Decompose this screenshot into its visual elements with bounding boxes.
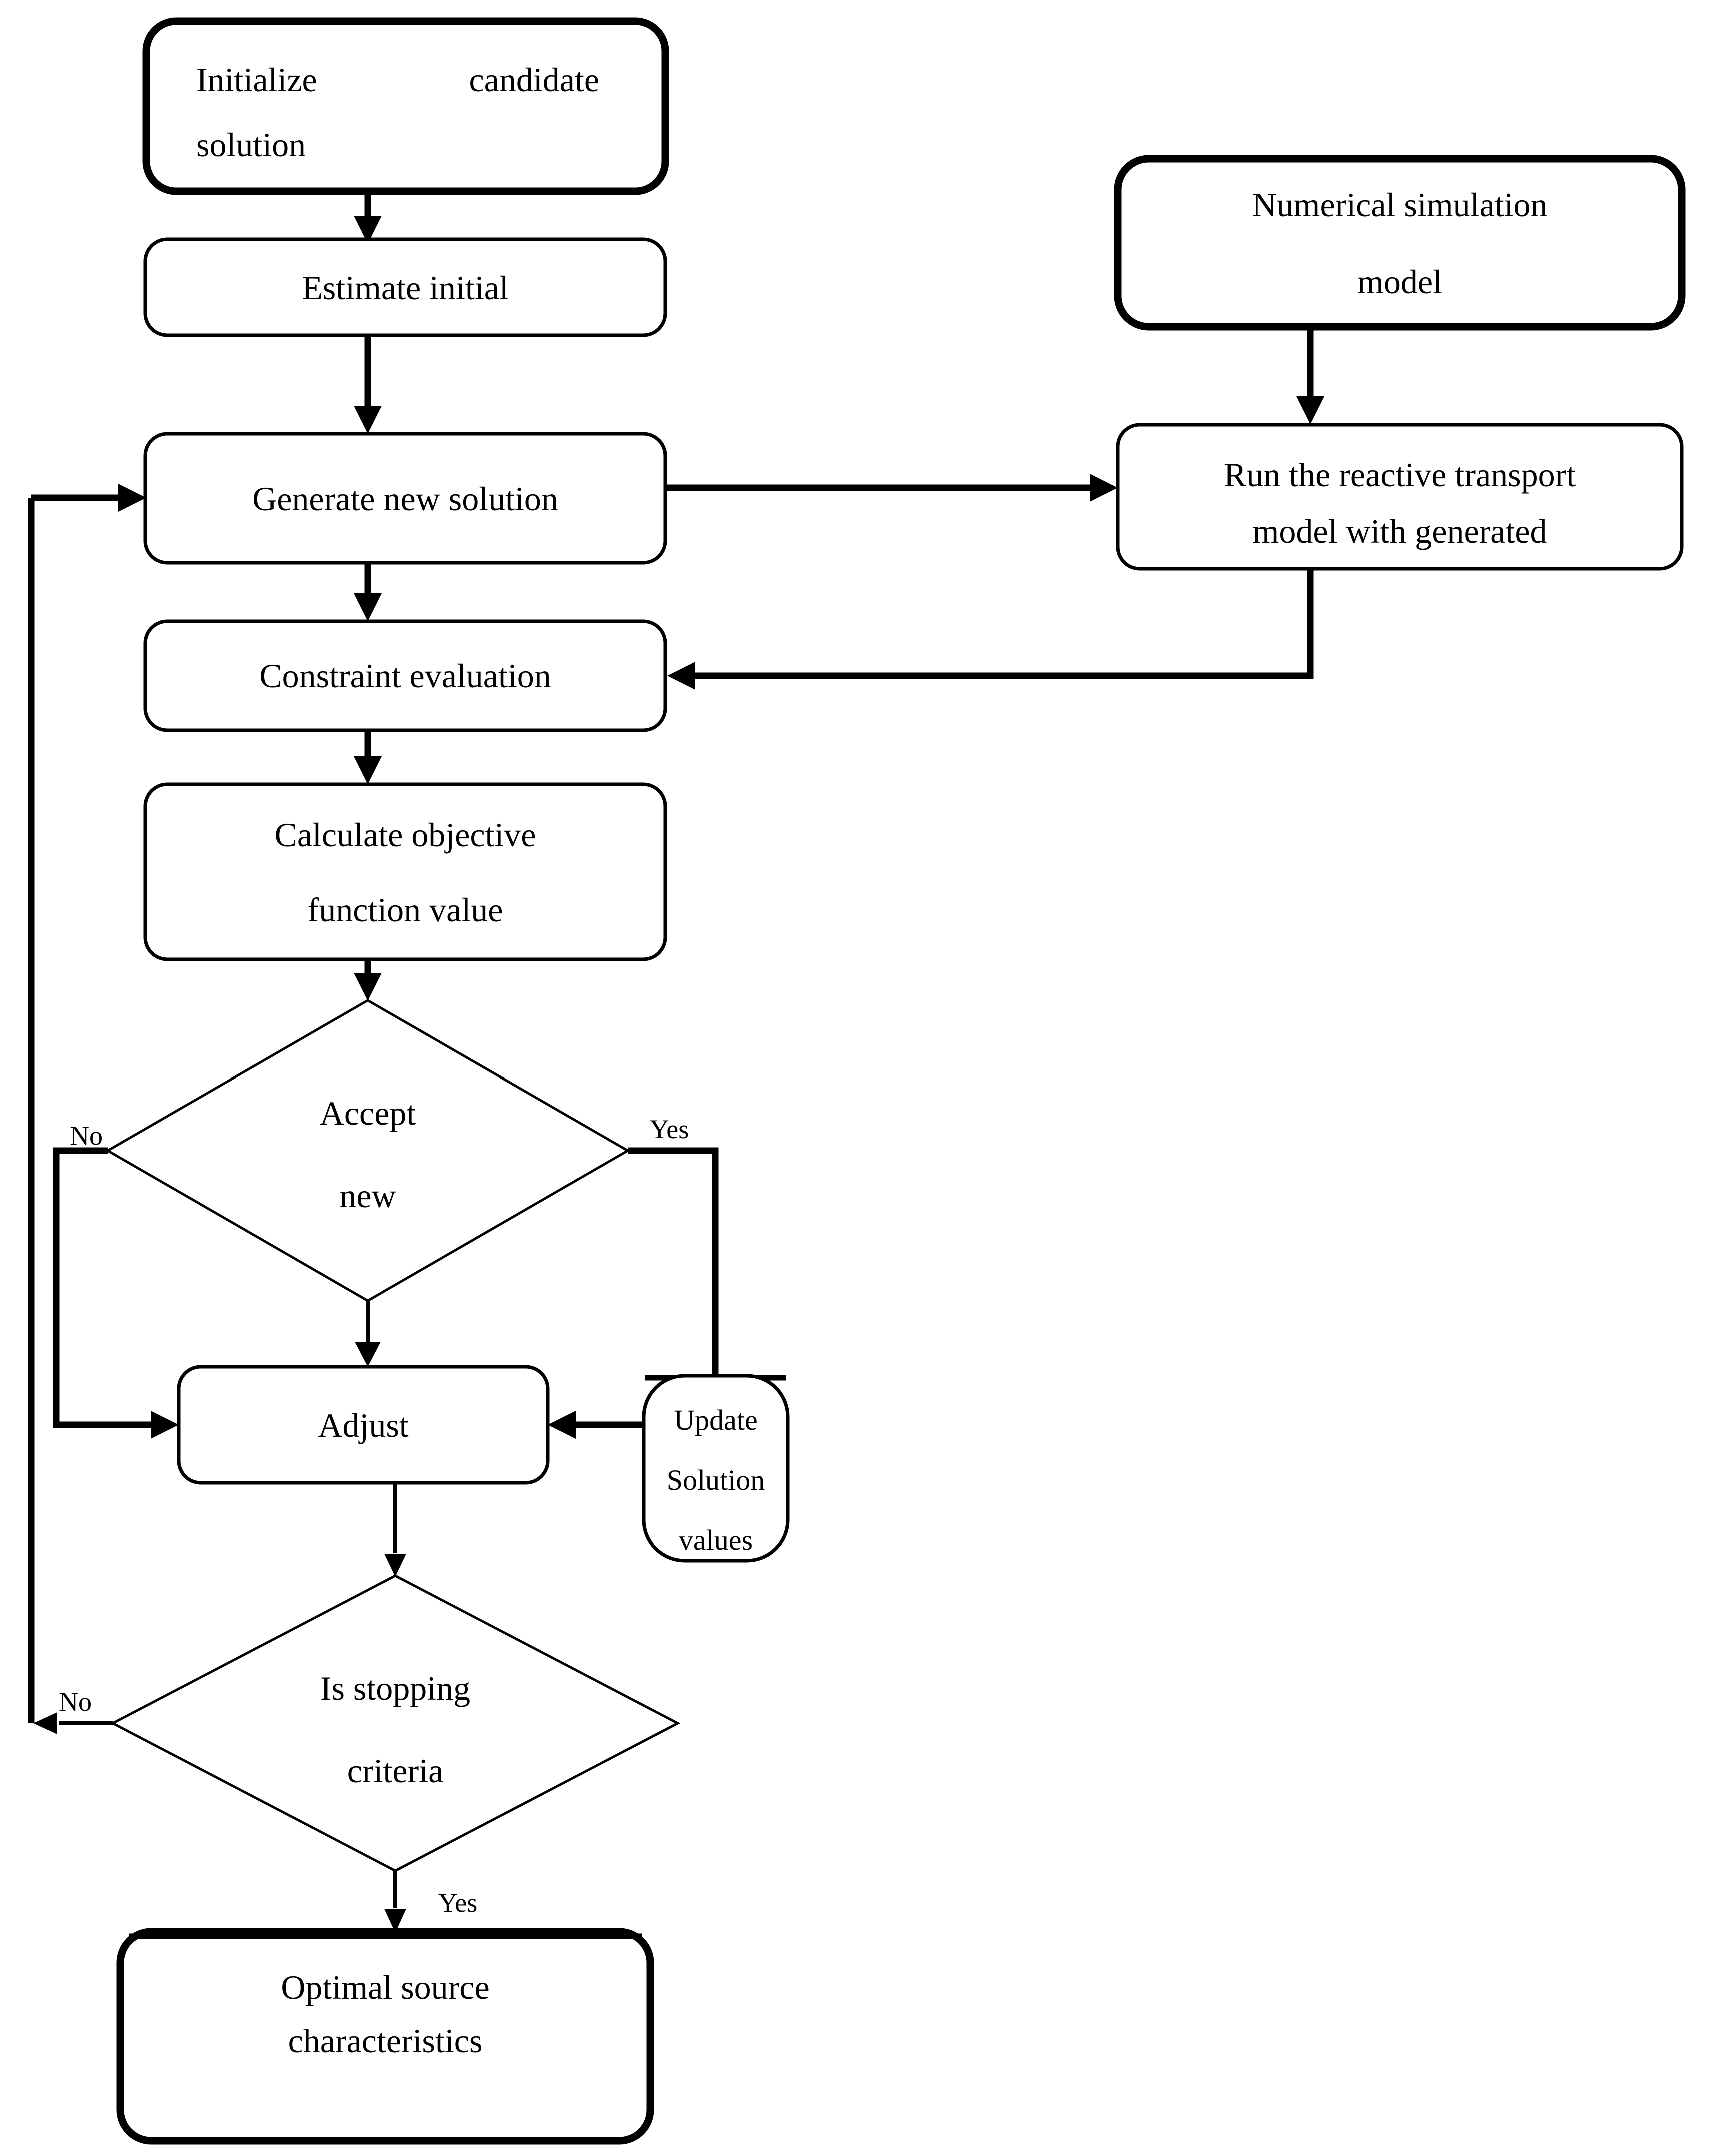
node-update-label-line2: Solution bbox=[667, 1464, 765, 1496]
edge-label-stopping-yes: Yes bbox=[438, 1888, 478, 1918]
edge-accept-no-adjust bbox=[53, 1147, 151, 1428]
edge-label-accept-yes: Yes bbox=[650, 1114, 689, 1144]
arrowhead-no-loop-generate bbox=[118, 484, 146, 512]
node-stopping-label-line2: criteria bbox=[347, 1752, 444, 1790]
node-constraint-label: Constraint evaluation bbox=[259, 657, 551, 695]
edge-label-stopping-no: No bbox=[59, 1687, 92, 1717]
node-numsim-label-line1: Numerical simulation bbox=[1252, 186, 1547, 224]
node-runmodel-label-line2: model with generated bbox=[1252, 512, 1547, 550]
arrowhead-adjust-stopping bbox=[384, 1554, 406, 1577]
arrowhead-stopping-no bbox=[33, 1712, 57, 1734]
node-calcobj-label-line2: function value bbox=[308, 891, 503, 929]
node-initialize-label-line1-right: candidate bbox=[469, 61, 599, 99]
node-initialize-label-line2: solution bbox=[196, 126, 306, 164]
arrowhead-generate-runmodel bbox=[1090, 474, 1118, 502]
arrowhead-initialize-estimate bbox=[354, 216, 382, 244]
node-numerical-simulation-model bbox=[1114, 155, 1686, 331]
arrowhead-constraint-calc bbox=[354, 756, 382, 784]
node-calcobj-label-line1: Calculate objective bbox=[275, 816, 536, 854]
node-accept-new-decision bbox=[105, 999, 631, 1302]
node-generate-new-solution bbox=[143, 432, 667, 565]
edge-accept-yes-update bbox=[628, 1147, 719, 1377]
edge-label-accept-no: No bbox=[70, 1121, 103, 1151]
node-constraint-evaluation bbox=[143, 619, 667, 732]
node-stopping-label-line1: Is stopping bbox=[320, 1669, 470, 1707]
node-estimate-initial bbox=[143, 237, 667, 337]
edge-runmodel-constraint bbox=[695, 569, 1314, 679]
arrowhead-calc-accept bbox=[354, 973, 382, 1001]
node-optimal-source-characteristics bbox=[116, 1928, 654, 2145]
node-optimal-label-line2: characteristics bbox=[288, 2022, 483, 2060]
node-optimal-label-line1: Optimal source bbox=[281, 1968, 489, 2006]
node-generate-label: Generate new solution bbox=[252, 480, 558, 518]
node-accept-label-line1: Accept bbox=[320, 1094, 416, 1132]
node-update-solution-values bbox=[642, 1374, 790, 1563]
arrowhead-runmodel-constraint bbox=[667, 662, 695, 690]
arrowhead-generate-constraint bbox=[354, 593, 382, 621]
node-accept-label-line2: new bbox=[339, 1177, 396, 1215]
arrowhead-update-adjust bbox=[548, 1411, 576, 1439]
node-update-label-line1: Update bbox=[674, 1404, 758, 1436]
node-calculate-objective-function bbox=[143, 782, 667, 961]
node-adjust bbox=[177, 1365, 550, 1485]
arrowhead-estimate-generate bbox=[354, 406, 382, 434]
node-runmodel-label-line1: Run the reactive transport bbox=[1224, 456, 1576, 494]
node-adjust-label: Adjust bbox=[318, 1406, 408, 1444]
arrowhead-accept-adjust bbox=[355, 1342, 381, 1367]
node-run-reactive-transport-model bbox=[1116, 423, 1684, 571]
node-initialize-label-line1-left: Initialize bbox=[196, 61, 317, 99]
node-initialize-candidate-solution bbox=[142, 17, 669, 195]
node-numsim-label-line2: model bbox=[1357, 263, 1442, 301]
node-stopping-criteria-decision bbox=[110, 1574, 681, 1872]
arrowhead-numsim-runmodel bbox=[1296, 396, 1324, 424]
arrowhead-stopping-yes-optimal bbox=[384, 1909, 406, 1933]
node-update-label-line3: values bbox=[679, 1524, 753, 1556]
node-estimate-label: Estimate initial bbox=[302, 269, 509, 307]
arrowhead-accept-no-adjust bbox=[151, 1411, 179, 1439]
